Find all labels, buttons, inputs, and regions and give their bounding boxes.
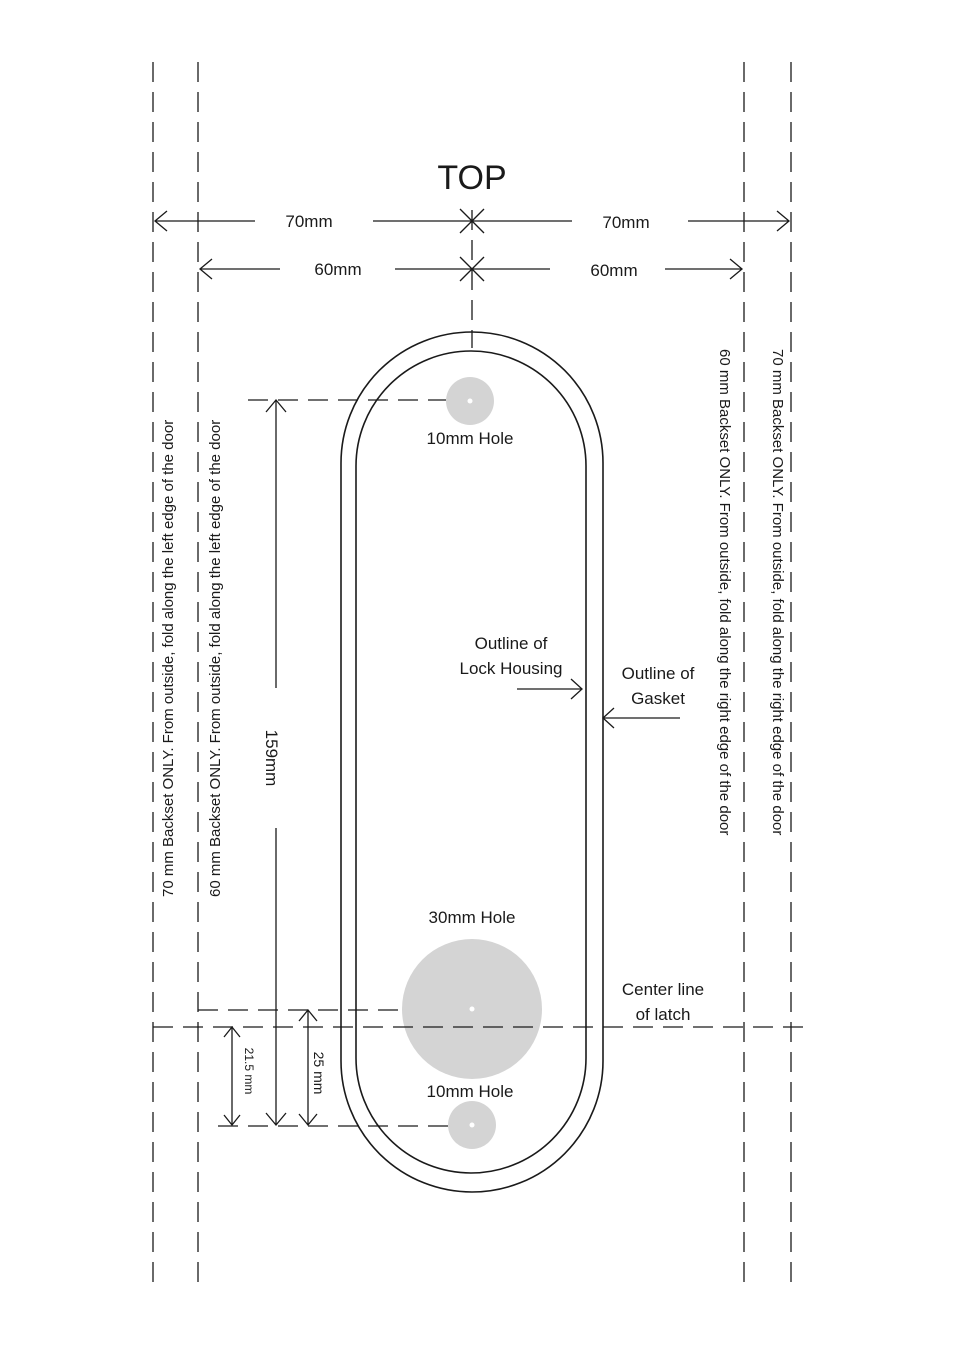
hole-10mm-bottom-label: 10mm Hole bbox=[427, 1082, 514, 1101]
hole-30mm-label: 30mm Hole bbox=[429, 908, 516, 927]
gasket-outline bbox=[340, 331, 604, 1193]
hole-10mm-top-label: 10mm Hole bbox=[427, 429, 514, 448]
gasket-arrow bbox=[602, 707, 615, 729]
gasket-callout-line2: Gasket bbox=[631, 689, 685, 708]
dim-159mm-label: 159mm bbox=[262, 730, 281, 787]
gasket-callout-line1: Outline of bbox=[622, 664, 695, 683]
dim-60mm-right-label: 60mm bbox=[590, 261, 637, 280]
lock-housing-arrow bbox=[570, 678, 583, 700]
latch-callout-line1: Center line bbox=[622, 980, 704, 999]
latch-callout-line2: of latch bbox=[636, 1005, 691, 1024]
dimension-60mm: 60mm 60mm bbox=[198, 256, 744, 282]
dimension-25mm: 25 mm bbox=[298, 1008, 327, 1127]
lock-housing-outline bbox=[355, 350, 587, 1174]
dim-60mm-left-label: 60mm bbox=[314, 260, 361, 279]
dim-70mm-left-label: 70mm bbox=[285, 212, 332, 231]
fold-instruction-left-60: 60 mm Backset ONLY. From outside, fold a… bbox=[207, 420, 224, 897]
dim-25mm-label: 25 mm bbox=[311, 1052, 327, 1095]
dimension-21-5mm: 21.5 mm bbox=[223, 1025, 256, 1127]
diagram-title: TOP bbox=[437, 159, 506, 197]
fold-instruction-right-60: 60 mm Backset ONLY. From outside, fold a… bbox=[716, 349, 733, 835]
lock-housing-callout-line1: Outline of bbox=[475, 634, 548, 653]
lock-housing-callout-line2: Lock Housing bbox=[459, 659, 562, 678]
dimension-159mm: 159mm bbox=[262, 398, 287, 1127]
dim-70mm-right-label: 70mm bbox=[602, 213, 649, 232]
dim-21-5mm-label: 21.5 mm bbox=[242, 1048, 256, 1095]
fold-instruction-right-70: 70 mm Backset ONLY. From outside, fold a… bbox=[769, 349, 786, 835]
dimension-70mm: 70mm 70mm bbox=[153, 208, 791, 234]
fold-instruction-left-70: 70 mm Backset ONLY. From outside, fold a… bbox=[160, 420, 177, 897]
